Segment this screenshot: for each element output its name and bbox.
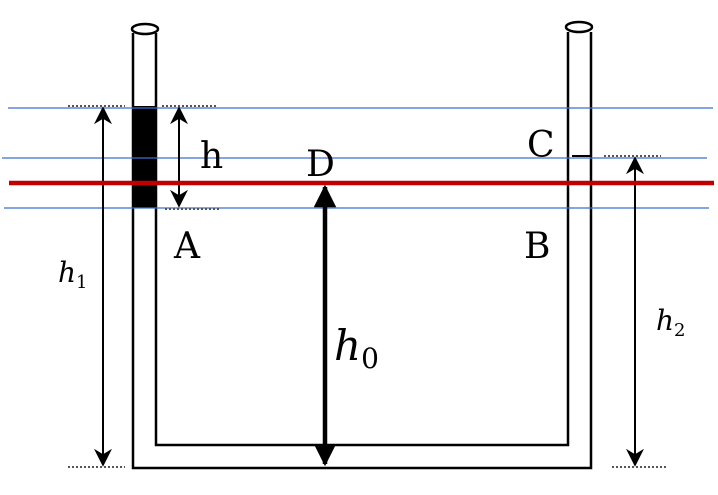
guide-lines — [2, 107, 713, 209]
u-tube-inner-wall — [154, 32, 570, 447]
label-b: B — [524, 226, 550, 267]
left-tube-opening — [130, 22, 160, 36]
label-h2-main: h — [656, 304, 674, 337]
u-tube — [130, 20, 594, 470]
label-h1-sub: 1 — [76, 272, 87, 293]
label-h2-sub: 2 — [674, 320, 685, 341]
label-d: D — [306, 144, 335, 185]
label-h: h — [200, 136, 223, 177]
label-h1-main: h — [58, 256, 76, 289]
label-h1: h1 — [58, 256, 88, 293]
dotted-lines — [68, 105, 668, 468]
label-h0-main: h — [334, 321, 361, 370]
mercury-column — [134, 106, 156, 208]
label-c: C — [527, 125, 555, 166]
label-h2: h2 — [656, 304, 686, 341]
label-h0: h0 — [334, 321, 379, 375]
label-a: A — [173, 226, 201, 267]
label-h0-sub: 0 — [361, 342, 379, 375]
right-tube-opening — [564, 20, 594, 34]
u-tube-outer-wall — [131, 32, 593, 470]
